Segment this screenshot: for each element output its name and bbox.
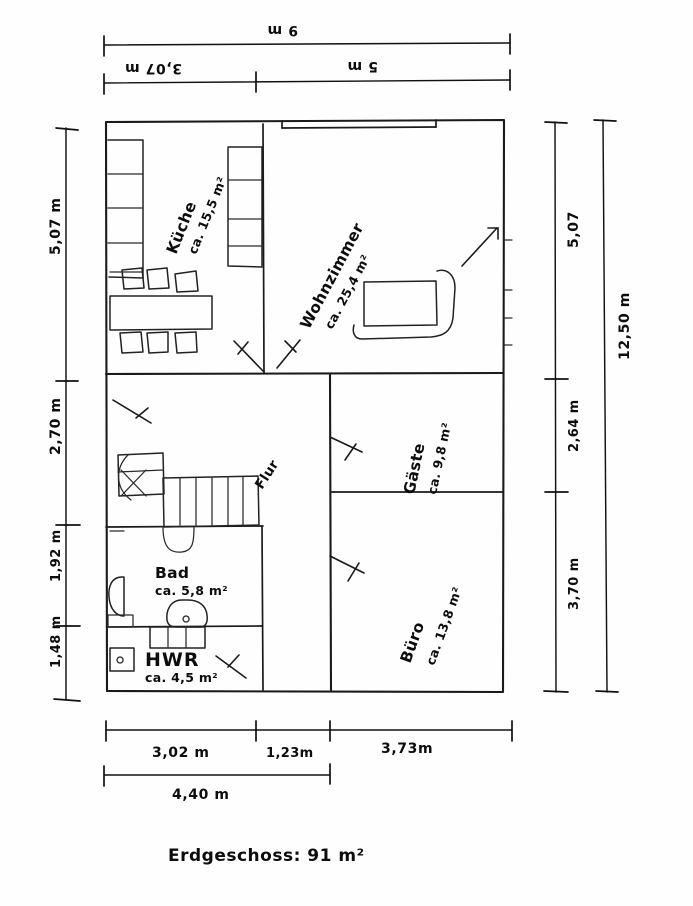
room-label-bad: Bad ca. 5,8 m² [155,564,228,598]
door-swings [112,227,499,679]
livingroom-furniture [352,269,456,340]
dimension-label-right-inner-2: 3,70 m [567,557,582,610]
dimension-group-left: 5,07 m 2,70 m 1,92 m 1,48 m [48,127,81,702]
hwr-fixtures [109,647,135,672]
dimension-label-left-2: 1,92 m [49,529,64,582]
dimension-group-right-outer: 12,50 m [593,119,633,693]
dimension-label-left-0: 5,07 m [48,197,64,255]
room-label-flur: Flur [252,457,282,492]
bedroom-furniture [109,452,260,553]
room-labels: Küche ca. 15,5 m² Wohnzimmer ca. 25,4 m²… [145,175,465,685]
dimension-top-outer: 9 m [103,22,511,57]
dimension-group-right-inner: 5,07 2,64 m 3,70 m [543,121,582,693]
dimension-label-right-inner-0: 5,07 [566,211,582,248]
dimension-top-inner: 3,07 m 5 m [103,58,511,95]
caption-group: Erdgeschoss: 91 m² [168,846,365,866]
dimension-group-bottom: 3,02 m 1,23m 3,73m 4,40 m [103,720,513,803]
dimension-label-bottom-upper-1: 1,23m [266,746,314,761]
room-area-buero: ca. 13,8 m² [423,585,465,667]
dimension-bottom-lower: 4,40 m [103,763,331,803]
kitchen-furniture [107,139,263,354]
windows [281,119,513,346]
room-label-kueche: Küche ca. 15,5 m² [163,175,229,257]
dimension-label-bottom-upper-0: 3,02 m [152,745,210,761]
dimension-label-bottom-upper-2: 3,73m [381,741,433,757]
dimension-group-top: 9 m 3,07 m 5 m [103,22,511,95]
room-label-gaeste: Gäste ca. 9,8 m² [400,421,454,496]
dimension-label-left-3: 1,48 m [49,615,64,668]
dimension-label-top-outer-0: 9 m [267,22,298,38]
dimension-label-top-inner-1: 5 m [347,58,378,74]
dimension-label-left-1: 2,70 m [48,397,64,455]
dimension-bottom-upper: 3,02 m 1,23m 3,73m [105,720,513,761]
exterior-walls [104,118,506,694]
dimension-label-right-outer-0: 12,50 m [617,292,633,360]
room-area-gaeste: ca. 9,8 m² [424,421,454,495]
room-label-wohnzimmer: Wohnzimmer ca. 25,4 m² [297,220,373,332]
room-area-hwr: ca. 4,5 m² [145,670,218,685]
bathroom-fixtures [107,576,208,649]
room-area-bad: ca. 5,8 m² [155,583,228,598]
room-label-hwr: HWR ca. 4,5 m² [145,649,218,685]
room-label-buero: Büro ca. 13,8 m² [397,585,465,667]
dimension-label-top-inner-0: 3,07 m [124,60,182,76]
room-name-bad: Bad [155,564,189,582]
dimension-label-bottom-lower-0: 4,40 m [172,787,230,803]
dimension-label-right-inner-1: 2,64 m [567,399,582,452]
floorplan-caption: Erdgeschoss: 91 m² [168,846,365,866]
room-name-flur: Flur [252,457,282,492]
room-name-hwr: HWR [145,649,200,671]
